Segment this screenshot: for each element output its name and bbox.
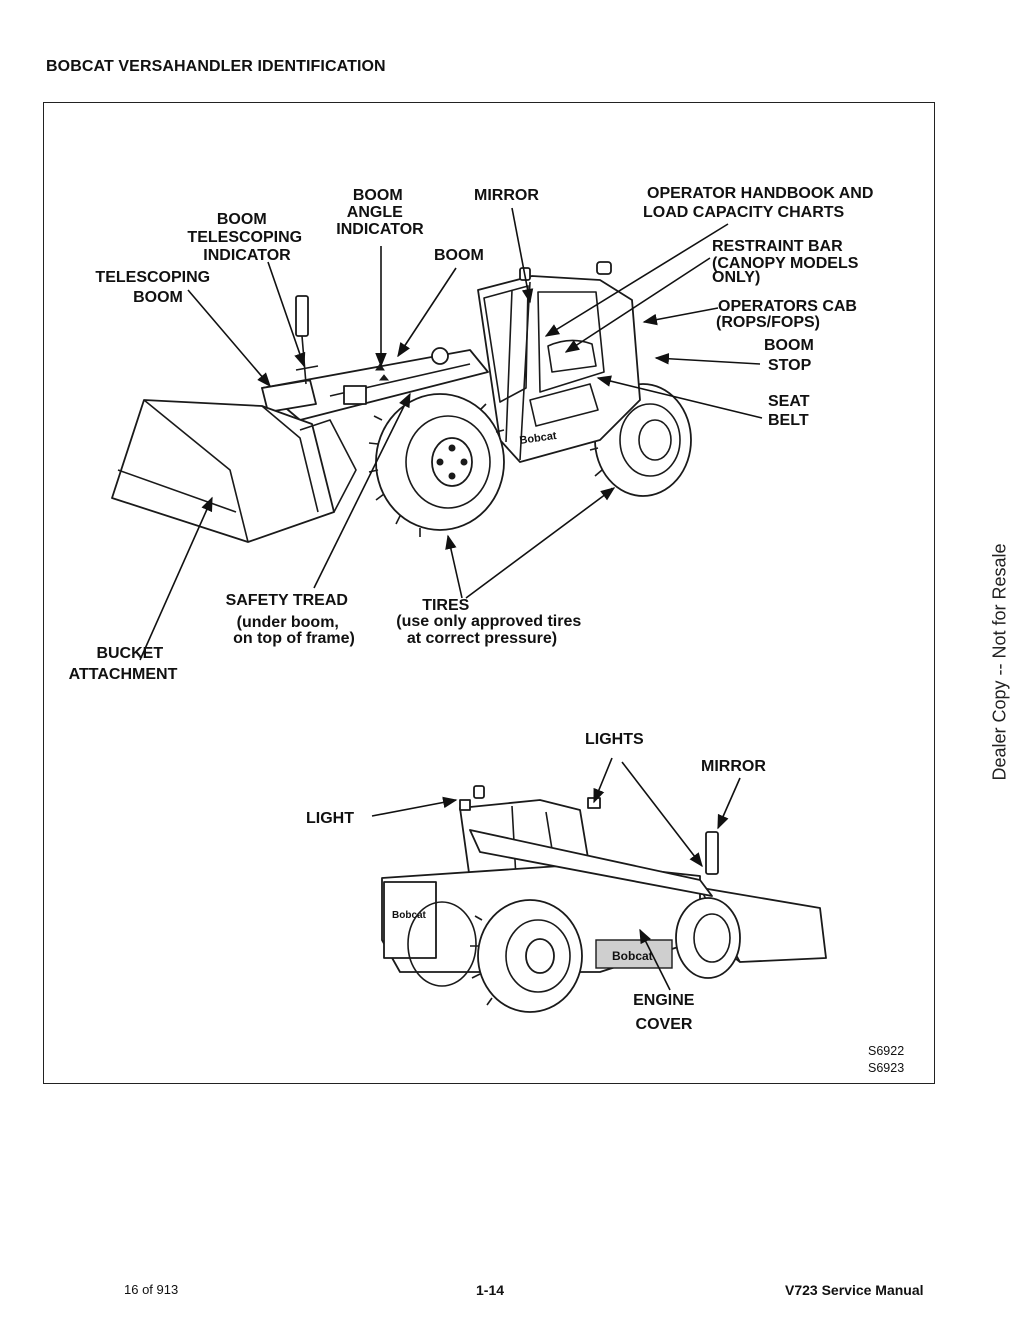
label-light: LIGHT — [306, 810, 354, 827]
label-bucket-attachment: BUCKET ATTACHMENT — [69, 645, 178, 683]
rear-far-wheel — [407, 901, 477, 987]
figure-frame — [43, 102, 935, 1084]
label-seat-belt: SEAT BELT — [768, 393, 814, 429]
figure-codes: S6922 S6923 — [868, 1044, 908, 1075]
label-safety-tread: SAFETY TREAD (under boom, on top of fram… — [226, 592, 355, 647]
rear-left-wheel — [470, 899, 583, 1013]
label-engine-cover: ENGINE COVER — [633, 992, 699, 1033]
dealer-copy-watermark: Dealer Copy -- Not for Resale — [989, 543, 1010, 781]
rear-right-wheel — [675, 897, 741, 979]
label-telescoping-boom: TELESCOPING BOOM — [95, 269, 214, 306]
label-boom-angle-indicator: BOOM ANGLE INDICATOR — [336, 187, 424, 238]
label-lights: LIGHTS — [585, 731, 644, 748]
label-boom: BOOM — [434, 247, 484, 264]
versahandler-front-illustration: Bobcat — [111, 261, 692, 543]
label-restraint-bar: RESTRAINT BAR (CANOPY MODELS ONLY) — [712, 238, 863, 286]
page-title: BOBCAT VERSAHANDLER IDENTIFICATION — [46, 58, 386, 75]
page-count: 16 of 913 — [124, 1282, 179, 1297]
label-boom-stop: BOOM STOP — [764, 337, 818, 374]
label-boom-telescoping-indicator: BOOM TELESCOPING INDICATOR — [187, 211, 306, 264]
label-mirror-top: MIRROR — [474, 187, 539, 204]
versahandler-rear-illustration: Bobcat Bobcat — [381, 785, 827, 1013]
cab-decal-bobcat: Bobcat — [519, 430, 558, 447]
rear-decal-bobcat: Bobcat — [392, 910, 427, 921]
label-tires: TIRES (use only approved tires at correc… — [396, 597, 585, 647]
leader-arrows — [139, 207, 763, 991]
bucket-drawing — [111, 399, 357, 543]
engine-decal-bobcat: Bobcat — [612, 949, 653, 963]
label-operators-cab: OPERATORS CAB (ROPS/FOPS) — [716, 298, 861, 331]
manual-title: V723 Service Manual — [785, 1282, 924, 1298]
page-number: 1-14 — [476, 1282, 505, 1298]
label-mirror-bottom: MIRROR — [701, 758, 766, 775]
label-operator-handbook: OPERATOR HANDBOOK AND LOAD CAPACITY CHAR… — [643, 185, 878, 221]
front-wheel — [368, 393, 505, 537]
